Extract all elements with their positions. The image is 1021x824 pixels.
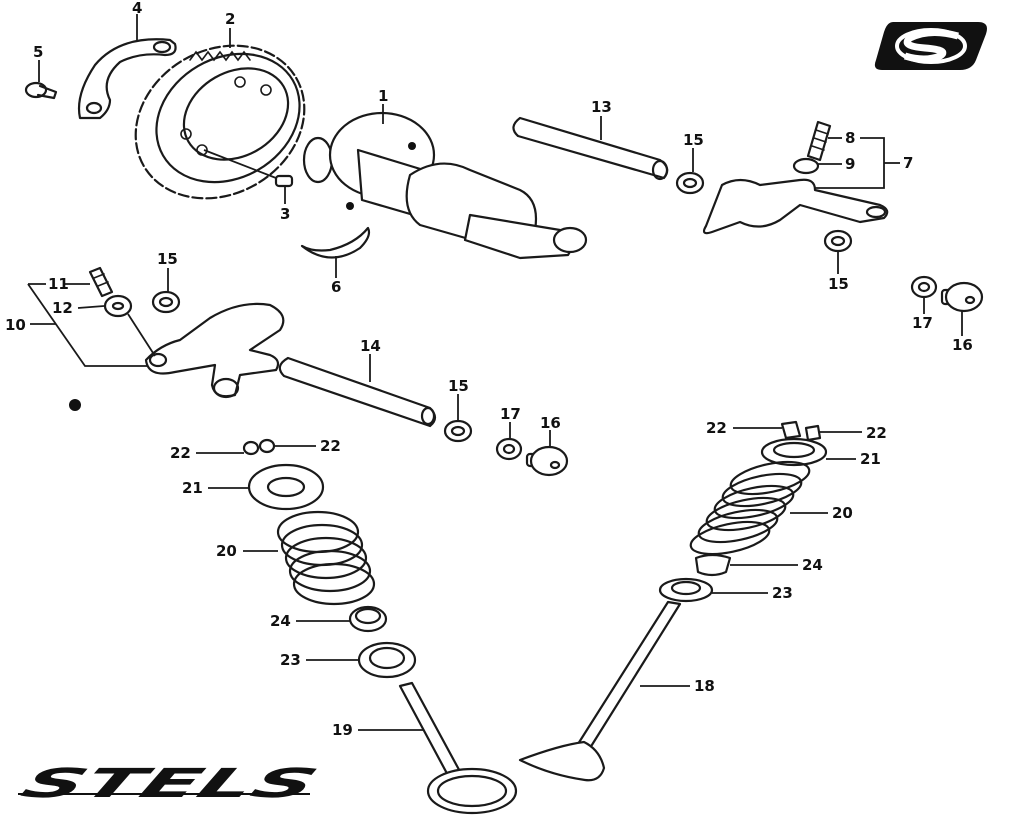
callout-21-b: 21	[860, 450, 881, 468]
callout-7: 7	[903, 154, 913, 172]
part-21-retainer-left	[247, 463, 325, 511]
brand-name: STELS	[14, 760, 326, 807]
part-12-lock-nut	[103, 294, 133, 318]
callout-22-c: 22	[706, 419, 727, 437]
part-5-bolt	[24, 81, 58, 100]
leader-lines	[27, 14, 963, 731]
callout-3: 3	[280, 205, 290, 223]
part-7-rocker-arm	[702, 178, 889, 235]
callout-10: 10	[5, 316, 26, 334]
callout-15-a: 15	[683, 131, 704, 149]
callout-22-d: 22	[866, 424, 887, 442]
callout-11: 11	[48, 275, 69, 293]
callout-18: 18	[694, 677, 715, 695]
callout-2: 2	[225, 10, 235, 28]
callout-12: 12	[52, 299, 73, 317]
part-9-lock-nut	[792, 157, 820, 175]
callout-4: 4	[132, 0, 142, 17]
part-16-plug-mid	[525, 445, 569, 477]
part-8-adjust-screw	[806, 120, 832, 162]
callout-5: 5	[33, 43, 43, 61]
callout-20-b: 20	[832, 504, 853, 522]
part-2-sprocket	[134, 44, 306, 200]
reference-dot	[69, 399, 81, 411]
callout-1: 1	[378, 87, 388, 105]
callout-17-b: 17	[500, 405, 521, 423]
part-4-retainer-plate	[77, 38, 177, 120]
part-15-washer-c	[151, 290, 181, 314]
part-11-adjust-screw	[88, 266, 114, 298]
callout-15-c: 15	[157, 250, 178, 268]
part-13-rocker-shaft	[512, 116, 669, 181]
callout-8: 8	[845, 129, 855, 147]
callout-22-b: 22	[320, 437, 341, 455]
part-17-washer-mid	[495, 437, 523, 461]
part-22-cotters-right	[780, 420, 822, 442]
brand-wordmark: STELS	[14, 760, 326, 807]
part-23-seat-left	[357, 641, 417, 679]
part-22-cotters-left	[242, 438, 276, 456]
part-15-washer-b	[823, 229, 853, 253]
part-24-seal-left	[348, 605, 388, 633]
callout-23-a: 23	[280, 651, 301, 669]
part-1-camshaft	[302, 111, 588, 260]
part-24-seal-right	[694, 553, 732, 577]
callout-21-a: 21	[182, 479, 203, 497]
callout-24-b: 24	[802, 556, 823, 574]
part-15-washer-a	[675, 171, 705, 195]
part-19-valve-left	[398, 681, 518, 815]
callout-14: 14	[360, 337, 381, 355]
part-21-retainer-right	[760, 437, 828, 467]
callout-17-a: 17	[912, 314, 933, 332]
part-23-seat-right	[658, 577, 714, 603]
part-15-washer-d	[443, 419, 473, 443]
callout-15-d: 15	[448, 377, 469, 395]
callout-19: 19	[332, 721, 353, 739]
part-3-dowel-pin	[203, 149, 294, 188]
part-16-plug-right	[940, 281, 984, 313]
callout-15-b: 15	[828, 275, 849, 293]
part-10-rocker-arm	[127, 302, 285, 399]
callout-24-a: 24	[270, 612, 291, 630]
part-17-washer-right	[910, 275, 938, 299]
callout-labels: 5 4 2 3 1 6 13 15 8 9 7 15 17 16 15 11 1…	[5, 0, 973, 739]
part-14-rocker-shaft	[278, 356, 437, 428]
callout-6: 6	[331, 278, 341, 296]
brand-logo-icon: S	[874, 22, 987, 70]
callout-16-a: 16	[952, 336, 973, 354]
part-6-half-ring	[300, 226, 371, 259]
callout-9: 9	[845, 155, 855, 173]
callout-16-b: 16	[540, 414, 561, 432]
callout-13: 13	[591, 98, 612, 116]
callout-22-a: 22	[170, 444, 191, 462]
part-18-valve-right	[518, 600, 682, 782]
part-20-spring-right	[689, 460, 811, 556]
part-20-spring-left	[276, 510, 376, 606]
callout-20-a: 20	[216, 542, 237, 560]
callout-23-b: 23	[772, 584, 793, 602]
